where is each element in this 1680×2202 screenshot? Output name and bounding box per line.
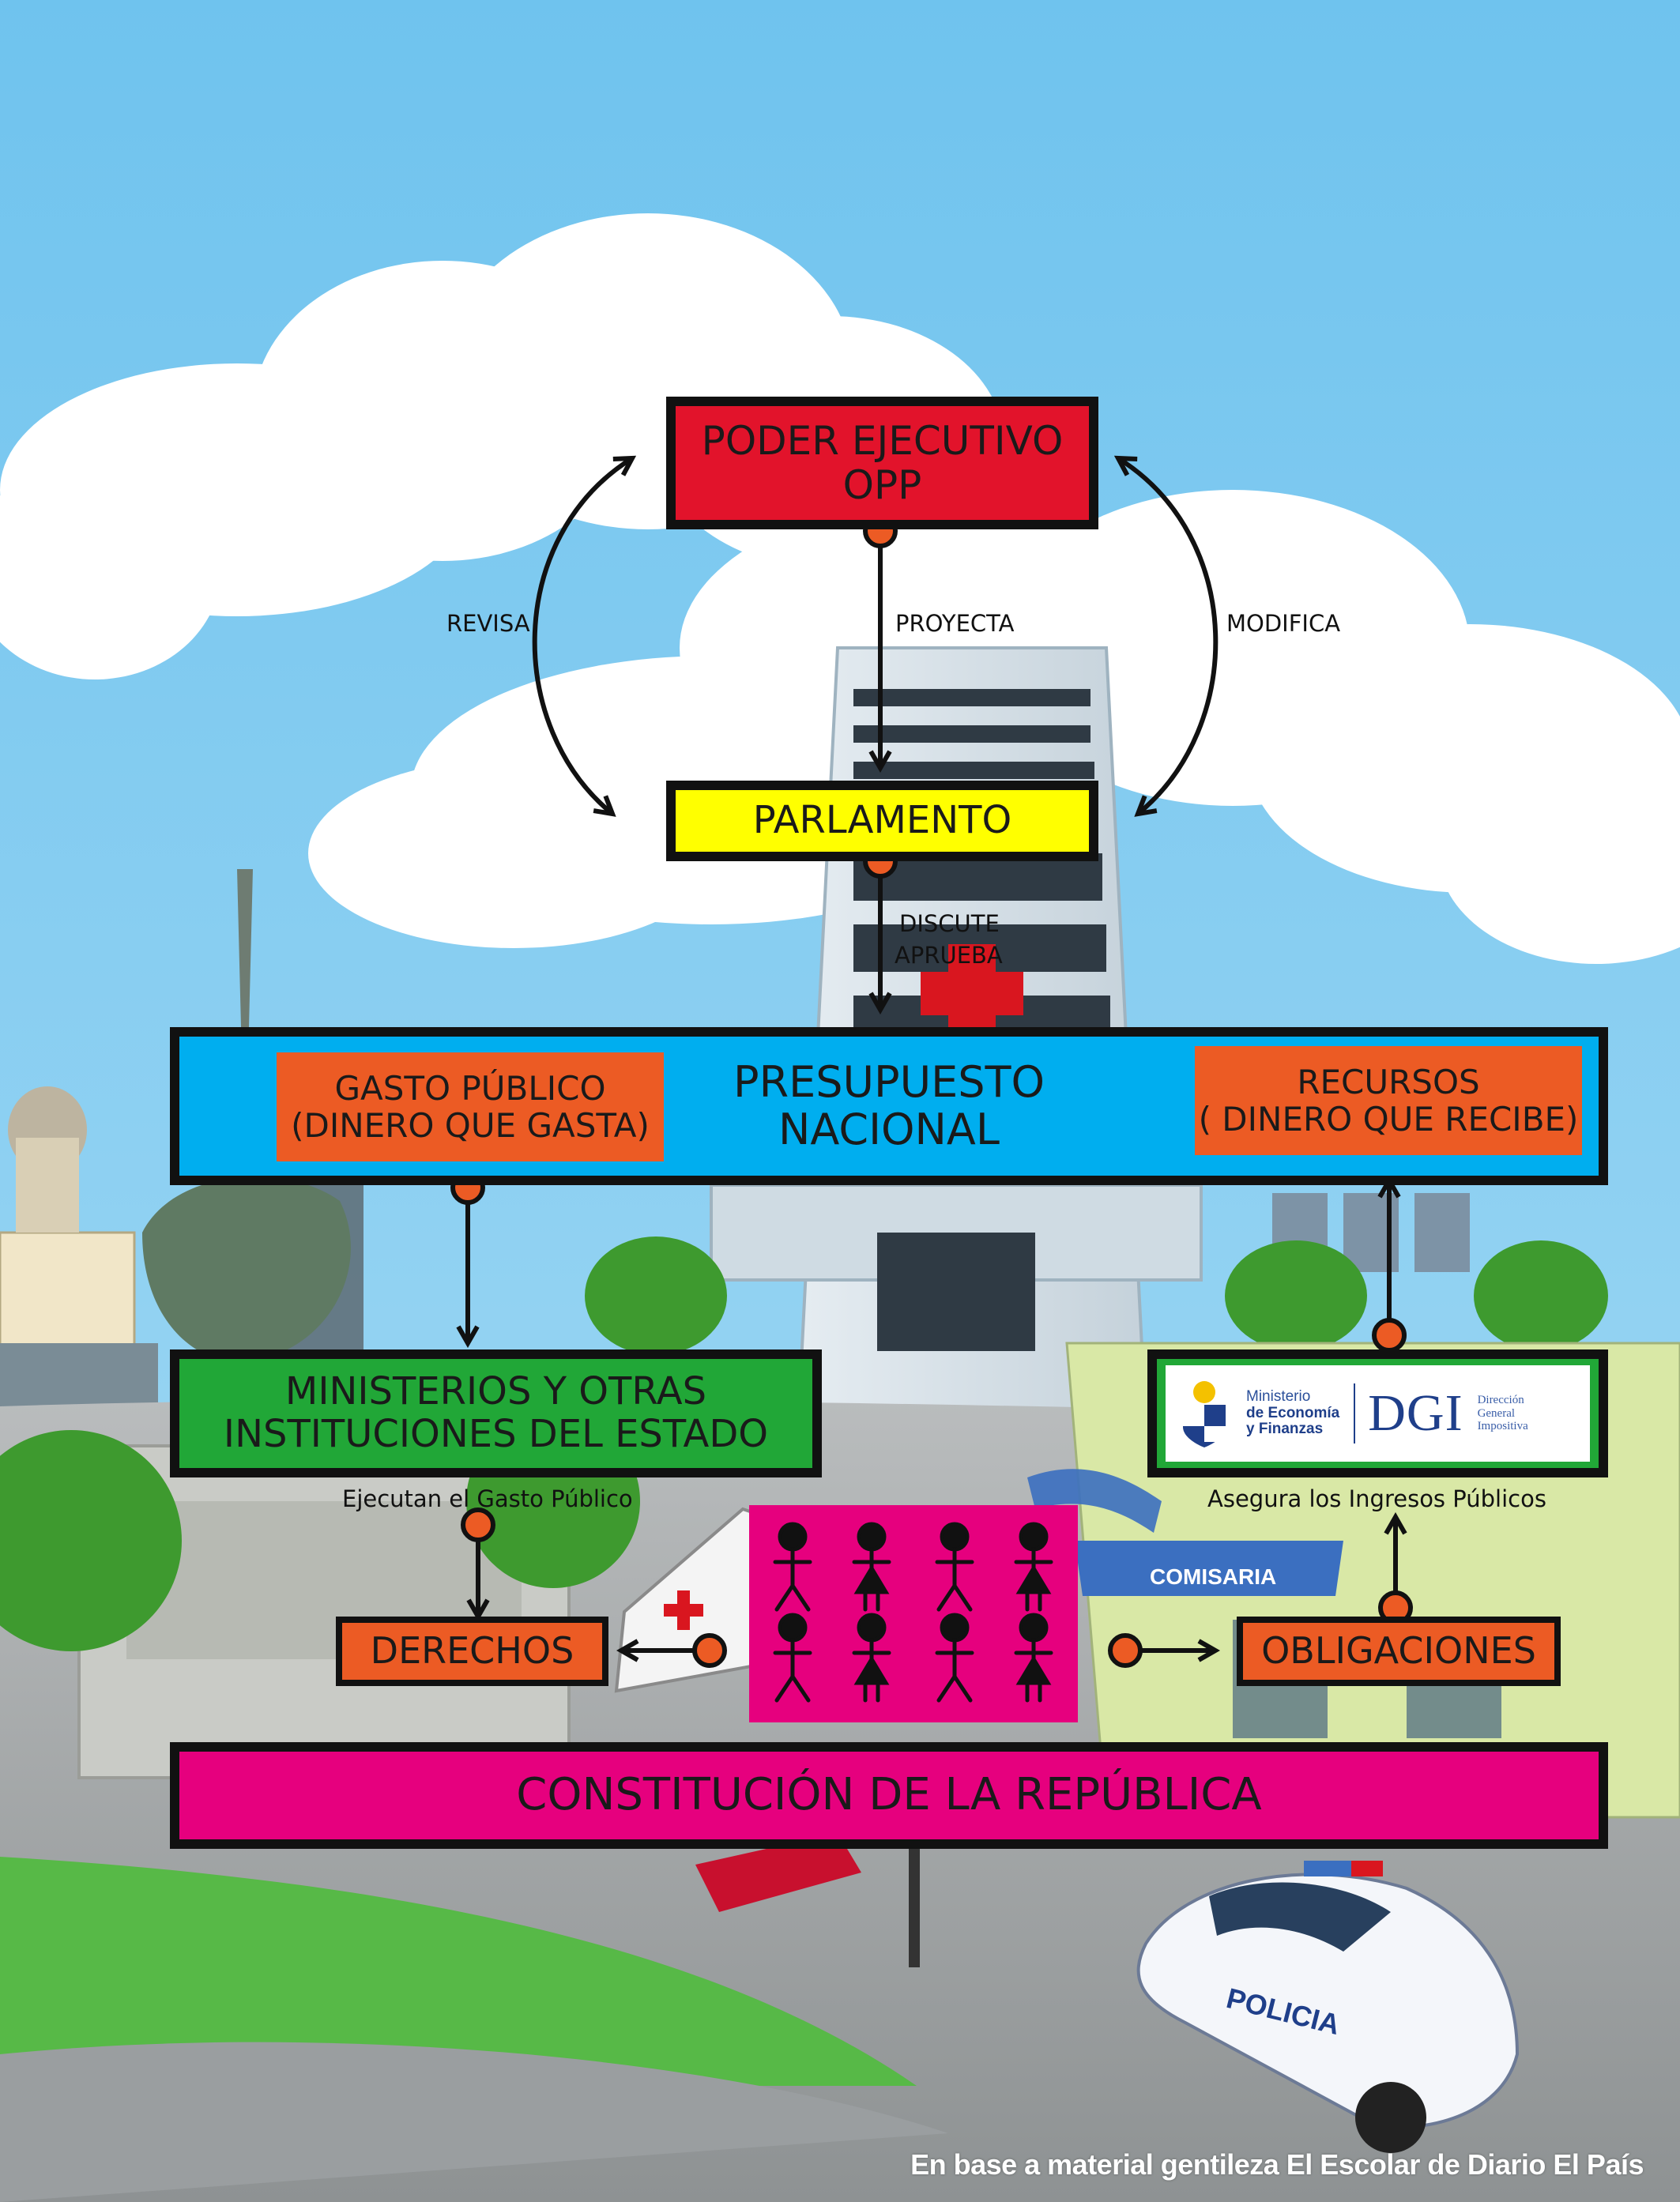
person-icon	[852, 1522, 891, 1612]
person-icon	[852, 1613, 891, 1703]
mef-dgi-logo: Ministerio de Economía y Finanzas DGI Di…	[1166, 1365, 1590, 1462]
recursos-title: RECURSOS	[1297, 1062, 1480, 1101]
ministry-line-3: y Finanzas	[1246, 1421, 1324, 1438]
ministry-line-2: de Economía	[1246, 1404, 1340, 1421]
presupuesto-subtitle: NACIONAL	[778, 1105, 1000, 1154]
arrow-modifica	[1113, 455, 1219, 817]
uruguay-coat-of-arms-icon	[1183, 1381, 1226, 1447]
person-icon	[1014, 1613, 1053, 1703]
dgi-fullname: Dirección General Impositiva	[1478, 1394, 1528, 1433]
person-icon	[935, 1522, 974, 1612]
person-icon	[1014, 1522, 1053, 1612]
ministerios-title: MINISTERIOS Y OTRAS	[284, 1369, 707, 1414]
poder-ejecutivo-title: PODER EJECUTIVO	[701, 418, 1064, 464]
ciudadanos-box	[749, 1505, 1078, 1722]
police-car: POLICIA	[1136, 1861, 1520, 2153]
label-asegura: Asegura los Ingresos Públicos	[1207, 1485, 1546, 1512]
ministerios-subtitle: INSTITUCIONES DEL ESTADO	[223, 1412, 769, 1456]
ministerios-box: MINISTERIOS Y OTRAS INSTITUCIONES DEL ES…	[170, 1349, 822, 1477]
label-discute: DISCUTE	[899, 910, 1000, 937]
label-proyecta: PROYECTA	[895, 610, 1015, 637]
constitucion-label: CONSTITUCIÓN DE LA REPÚBLICA	[516, 1769, 1262, 1821]
ministry-line-1: Ministerio	[1246, 1388, 1311, 1406]
derechos-label: DERECHOS	[370, 1629, 574, 1673]
ministry-name: Ministerio de Economía y Finanzas	[1246, 1389, 1339, 1438]
obligaciones-box: OBLIGACIONES	[1237, 1617, 1561, 1686]
person-icon	[773, 1613, 812, 1703]
dgi-acronym: DGI	[1354, 1383, 1463, 1444]
dgi-line-1: Dirección	[1477, 1394, 1524, 1407]
label-revisa: REVISA	[446, 610, 530, 637]
people-icons	[773, 1522, 1053, 1703]
recursos-box: RECURSOS ( DINERO QUE RECIBE)	[1195, 1046, 1582, 1155]
poder-ejecutivo-box: PODER EJECUTIVO OPP	[666, 397, 1098, 529]
parlamento-label: PARLAMENTO	[752, 798, 1012, 843]
poder-ejecutivo-subtitle: OPP	[842, 462, 922, 508]
parlamento-box: PARLAMENTO	[666, 781, 1098, 861]
label-aprueba: APRUEBA	[895, 942, 1003, 969]
comisaria-sign: COMISARIA	[1150, 1564, 1276, 1589]
bench	[695, 1833, 861, 1912]
person-icon	[935, 1613, 974, 1703]
gasto-publico-box: GASTO PÚBLICO (DINERO QUE GASTA)	[277, 1052, 664, 1161]
arrow-revisa	[532, 455, 637, 817]
credit-footer: En base a material gentileza El Escolar …	[910, 2148, 1644, 2181]
constitucion-box: CONSTITUCIÓN DE LA REPÚBLICA	[170, 1742, 1608, 1849]
person-icon	[773, 1522, 812, 1612]
pole	[909, 1841, 920, 1967]
derechos-box: DERECHOS	[336, 1617, 608, 1686]
gasto-publico-title: GASTO PÚBLICO	[334, 1068, 606, 1108]
label-ejecutan: Ejecutan el Gasto Público	[342, 1485, 633, 1512]
recursos-subtitle: ( DINERO QUE RECIBE)	[1198, 1100, 1579, 1139]
grass	[0, 1857, 917, 2086]
dgi-line-2: General	[1477, 1406, 1516, 1420]
dgi-line-3: Impositiva	[1477, 1420, 1528, 1433]
presupuesto-title: PRESUPUESTO	[733, 1056, 1045, 1107]
gasto-publico-subtitle: (DINERO QUE GASTA)	[291, 1106, 650, 1145]
label-modifica: MODIFICA	[1226, 610, 1341, 637]
obligaciones-label: OBLIGACIONES	[1261, 1629, 1536, 1673]
